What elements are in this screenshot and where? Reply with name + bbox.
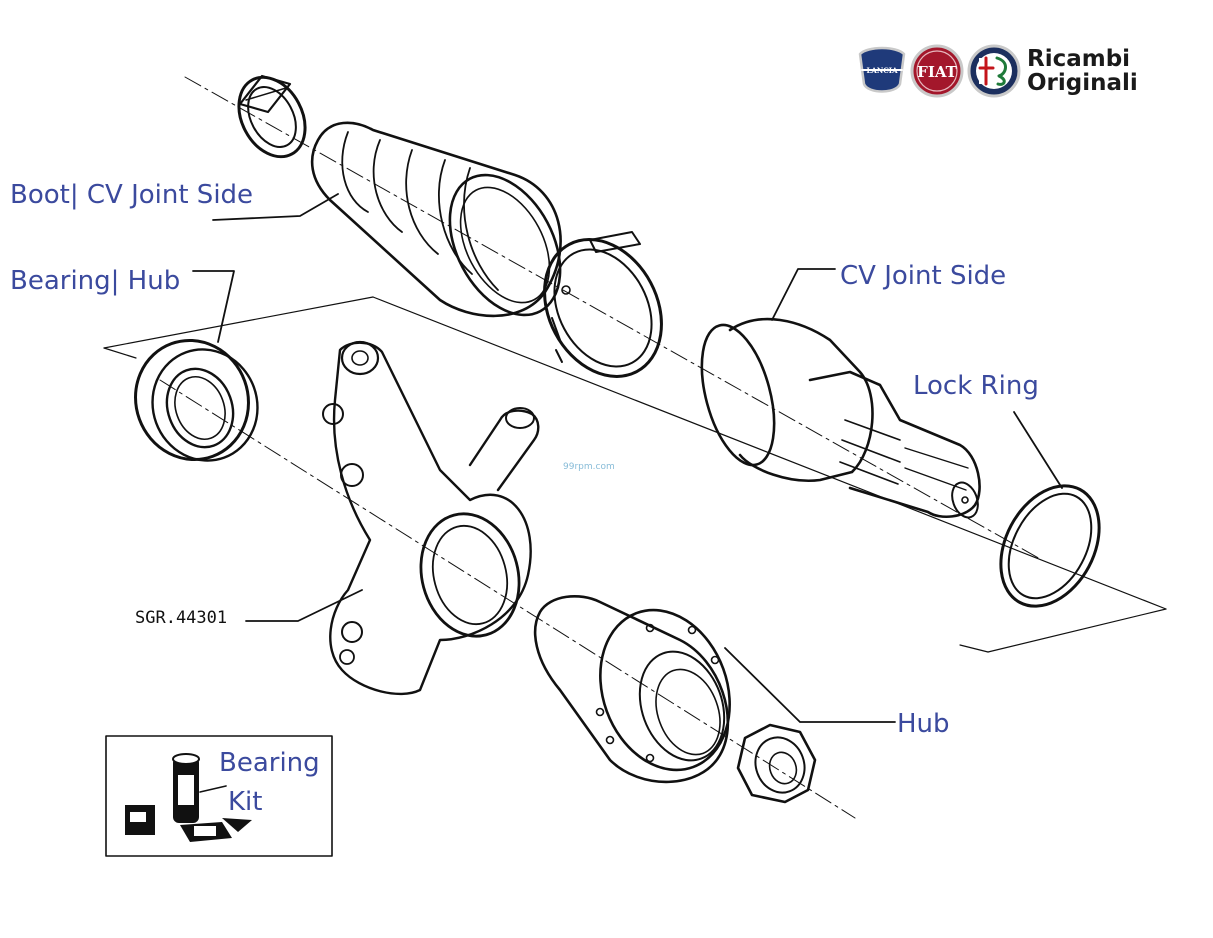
centre-axis-lines xyxy=(159,76,1043,819)
label-boot-cv-joint-side: Boot| CV Joint Side xyxy=(10,180,254,210)
label-lock-ring: Lock Ring xyxy=(913,371,1039,401)
cv-boot-icon xyxy=(310,121,562,318)
logo-line-2: Originali xyxy=(1027,70,1138,97)
label-hub: Hub xyxy=(897,709,950,739)
lancia-badge-icon: LANCIA xyxy=(858,46,906,93)
fiat-badge-text: FIAT xyxy=(917,63,957,81)
bearing-kit-icon xyxy=(105,735,333,857)
boot-clamp-large-icon xyxy=(543,231,663,378)
logo-text: Ricambi Originali xyxy=(1027,47,1138,95)
hub-nut-icon xyxy=(736,723,817,804)
label-bearing-kit-line-1: Bearing xyxy=(219,748,320,778)
lancia-badge-text: LANCIA xyxy=(866,66,898,75)
fiat-badge-icon: FIAT xyxy=(910,44,964,98)
boot-clamp-icon xyxy=(237,74,307,159)
steering-knuckle-icon xyxy=(322,340,540,696)
wheel-bearing-icon xyxy=(134,338,259,462)
label-cv-joint-side: CV Joint Side xyxy=(840,261,1007,291)
lock-ring-icon xyxy=(999,484,1101,608)
label-bearing-hub: Bearing| Hub xyxy=(10,266,181,296)
watermark: 99rpm.com xyxy=(563,462,615,472)
label-bearing-kit-line-2: Kit xyxy=(228,787,263,817)
wheel-hub-icon xyxy=(533,595,731,784)
logo-line-1: Ricambi xyxy=(1027,46,1131,72)
reference-plane xyxy=(103,296,1167,653)
leader-lines xyxy=(192,193,1063,723)
cv-joint-icon xyxy=(700,317,981,519)
part-number: SGR.44301 xyxy=(135,608,228,628)
alfa-romeo-badge-icon xyxy=(967,44,1021,98)
